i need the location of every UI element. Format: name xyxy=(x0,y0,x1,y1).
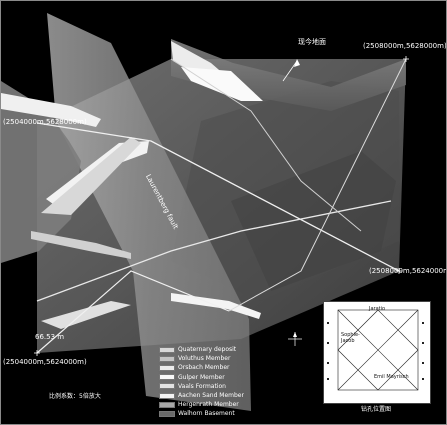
legend-label: Walhorn Basement xyxy=(178,410,235,418)
terrain-relief xyxy=(231,151,396,291)
coord-label-sw: (2504000m,5624000m) xyxy=(3,358,87,366)
coord-label-e: (2508000m,5624000m) xyxy=(369,267,447,275)
legend-label: Orsbach Member xyxy=(178,364,230,372)
legend-swatch xyxy=(159,364,175,371)
inset-label-top: Jaratio xyxy=(369,306,386,312)
legend-label: Voluthus Member xyxy=(178,355,231,363)
stratum-band xyxy=(181,67,263,101)
legend-label: Aachen Sand Member xyxy=(178,392,244,400)
corner-marker xyxy=(34,56,409,356)
legend-swatch xyxy=(159,355,175,362)
section-line xyxy=(170,58,362,232)
legend-item: Vaals Formation xyxy=(159,382,289,391)
legend-item: Aachen Sand Member xyxy=(159,391,289,400)
inset-caption: 钻孔位置图 xyxy=(361,406,392,413)
legend-swatch xyxy=(159,346,175,353)
section-line xyxy=(228,58,407,312)
legend-item: Gulper Member xyxy=(159,373,289,382)
height-label: 66.53 m xyxy=(35,333,65,341)
inset-label-west: Sophie- Jacob xyxy=(341,332,360,344)
back-section-wall xyxy=(171,39,406,111)
borehole-location-inset: Jaratio Sophie- Jacob Emil Mayrisch xyxy=(323,301,431,404)
legend-item: Walhorn Basement xyxy=(159,409,289,418)
stratum-band xyxy=(1,93,101,127)
legend-swatch xyxy=(159,374,175,381)
scale-label: 比例系数：5倍放大 xyxy=(49,393,101,400)
legend-item: Voluthus Member xyxy=(159,354,289,363)
section-line xyxy=(36,270,230,354)
legend-label: Gulper Member xyxy=(178,373,225,381)
legend-swatch xyxy=(159,410,175,417)
inset-label-east: Emil Mayrisch xyxy=(374,374,409,380)
legend-label: Vaals Formation xyxy=(178,382,226,390)
coord-label-w: (2504000m,5628000m) xyxy=(3,118,87,126)
coord-label-ne: (2508000m,5628000m) xyxy=(363,42,447,50)
stratum-band xyxy=(41,137,141,215)
stratum-band xyxy=(41,301,131,329)
fault-plane xyxy=(47,13,251,411)
legend-item: Quaternary deposit xyxy=(159,345,289,354)
legend-label: Hergenrath Member xyxy=(178,401,239,409)
legend-item: Hergenrath Member xyxy=(159,400,289,409)
legend-swatch xyxy=(159,383,175,390)
surface-arrow xyxy=(282,59,300,82)
section-line xyxy=(36,200,392,302)
legend-label: Quaternary deposit xyxy=(178,346,237,354)
north-arrow-icon xyxy=(288,332,302,346)
stratum-band xyxy=(31,231,131,259)
legend-swatch xyxy=(159,401,175,408)
legend-swatch xyxy=(159,392,175,399)
left-section-wall xyxy=(1,81,81,263)
section-line xyxy=(36,122,400,272)
inset-map xyxy=(327,309,424,391)
surface-label: 现今地面 xyxy=(298,38,326,46)
legend-item: Orsbach Member xyxy=(159,363,289,372)
